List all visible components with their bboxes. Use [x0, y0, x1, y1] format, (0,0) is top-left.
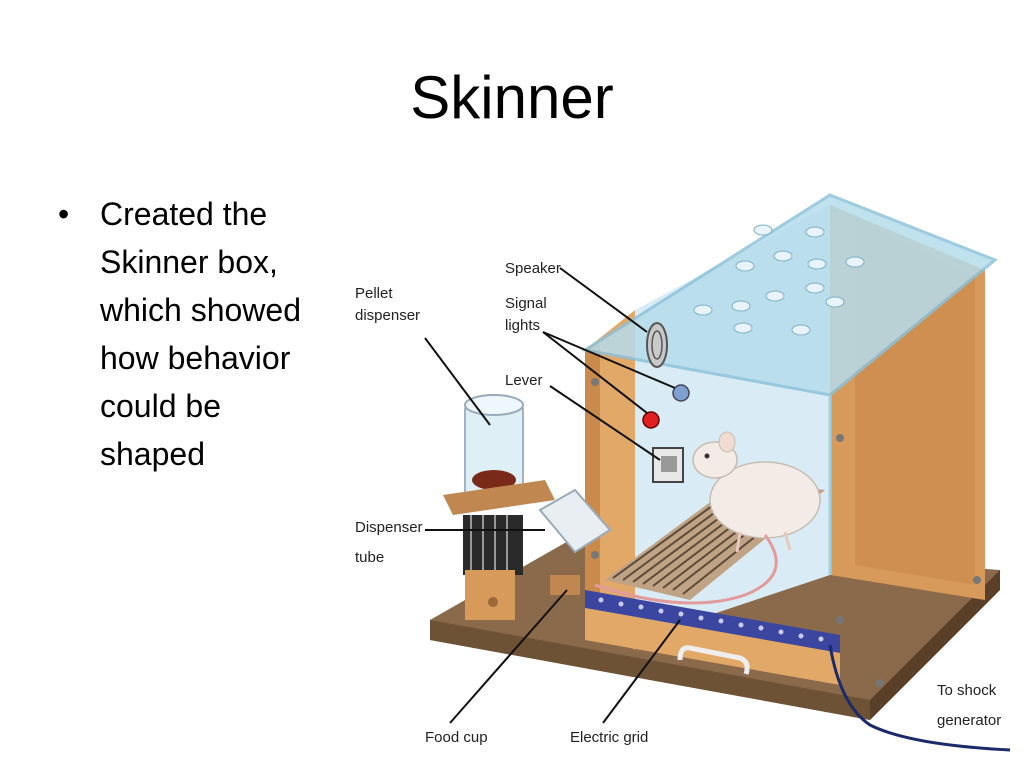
bullet-list: • Created the Skinner box, which showed …: [58, 190, 328, 478]
lever-icon: [652, 447, 684, 483]
label-shock-generator-line2: generator: [937, 712, 1001, 729]
label-electric-grid: Electric grid: [570, 729, 648, 746]
label-dispenser-tube-line1: Dispenser: [355, 519, 423, 536]
bullet-icon: •: [58, 196, 70, 232]
speaker-icon: [646, 322, 668, 368]
signal-light-blue-icon: [672, 384, 690, 402]
glass-top: [580, 193, 998, 397]
label-pellet-dispenser-line2: dispenser: [355, 307, 420, 324]
label-shock-generator-line1: To shock: [937, 682, 997, 699]
label-dispenser-tube-line2: tube: [355, 549, 384, 566]
leader-lines: [424, 267, 681, 724]
signal-light-red-icon: [642, 411, 660, 429]
label-signal-lights-line2: lights: [505, 317, 540, 334]
label-speaker: Speaker: [505, 260, 561, 277]
drawer-handle: [677, 645, 750, 675]
pellet-dispenser: [443, 394, 555, 620]
skinner-box-diagram: Speaker Signal lights Lever Pellet dispe…: [345, 180, 1024, 768]
label-lever: Lever: [505, 372, 543, 389]
label-pellet-dispenser-line1: Pellet: [355, 285, 393, 302]
bullet-item: • Created the Skinner box, which showed …: [58, 190, 328, 478]
dispenser-tube: [538, 488, 612, 554]
rat-icon: [594, 431, 821, 605]
slide-title: Skinner: [410, 64, 614, 131]
air-holes: [693, 224, 865, 336]
label-signal-lights-line1: Signal: [505, 295, 547, 312]
bullet-text: Created the Skinner box, which showed ho…: [100, 196, 301, 472]
food-cup: [550, 575, 580, 595]
shock-wire: [828, 644, 1011, 752]
label-food-cup: Food cup: [425, 729, 488, 746]
